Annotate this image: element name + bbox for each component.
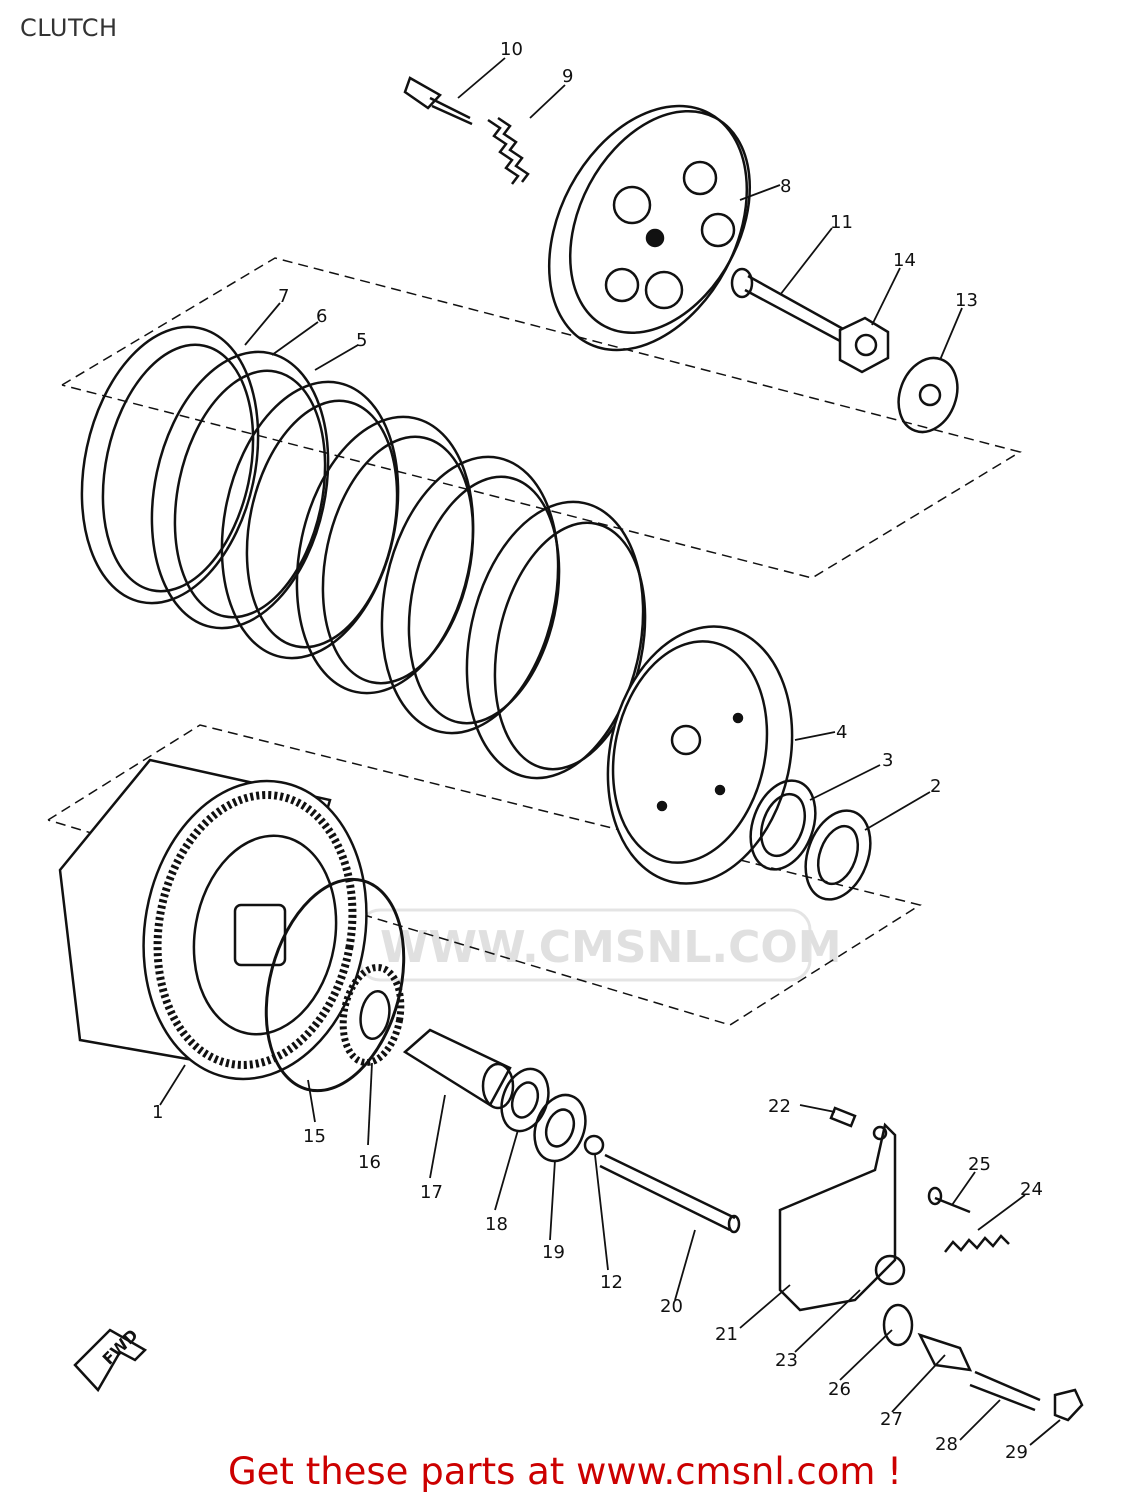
callout-19: 19	[542, 1242, 565, 1263]
pressure-plate	[547, 104, 752, 352]
callout-9: 9	[562, 66, 573, 87]
clutch-release-cover	[778, 1106, 906, 1312]
bolt-and-spring	[403, 76, 530, 185]
callout-3: 3	[882, 750, 893, 771]
clutch-housing-gear	[58, 758, 368, 1081]
callout-21: 21	[715, 1324, 738, 1345]
subassembly-frame-upper	[61, 257, 1022, 579]
callout-22: 22	[768, 1096, 791, 1117]
callout-24: 24	[1020, 1179, 1043, 1200]
callout-15: 15	[303, 1126, 326, 1147]
callout-1: 1	[152, 1102, 163, 1123]
footer-link-container: Get these parts at www.cmsnl.com !	[0, 1450, 1130, 1493]
callout-29: 29	[1005, 1442, 1028, 1463]
pushrod-nut-washer	[730, 267, 959, 434]
leader-lines	[159, 57, 1061, 1446]
callout-6: 6	[316, 306, 327, 327]
callout-23: 23	[775, 1350, 798, 1371]
fwd-label: FWD	[99, 1325, 142, 1368]
fwd-direction-arrow: FWD	[73, 1325, 148, 1393]
callout-26: 26	[828, 1379, 851, 1400]
callout-4: 4	[836, 722, 847, 743]
callout-18: 18	[485, 1214, 508, 1235]
clutch-plate-stack	[80, 325, 647, 780]
callout-27: 27	[880, 1409, 903, 1430]
callout-20: 20	[660, 1296, 683, 1317]
spacer-and-washers	[402, 1028, 605, 1163]
cmsnl-link[interactable]: Get these parts at www.cmsnl.com !	[227, 1450, 902, 1493]
thrust-washer-and-lock-washer	[749, 779, 872, 901]
callout-labels: 10 9 8 11 14 13 7 6 5 4 3 2 1 15 16 17 1…	[152, 39, 1043, 1463]
primary-drive-gear	[339, 963, 405, 1067]
callout-11: 11	[830, 212, 853, 233]
callout-5: 5	[356, 330, 367, 351]
subassembly-frame-lower	[47, 724, 922, 1026]
adjuster-assembly	[882, 1186, 1084, 1422]
callout-25: 25	[968, 1154, 991, 1175]
watermark-text: WWW.CMSNL.COM	[380, 922, 842, 973]
callout-14: 14	[893, 250, 916, 271]
callout-10: 10	[500, 39, 523, 60]
callout-13: 13	[955, 290, 978, 311]
callout-17: 17	[420, 1182, 443, 1203]
callout-16: 16	[358, 1152, 381, 1173]
clutch-boss	[606, 625, 794, 885]
callout-2: 2	[930, 776, 941, 797]
page-title: CLUTCH	[20, 14, 118, 42]
watermark: WWW.CMSNL.COM	[358, 908, 842, 982]
callout-8: 8	[780, 176, 791, 197]
push-rod	[599, 1153, 741, 1234]
callout-12: 12	[600, 1272, 623, 1293]
callout-28: 28	[935, 1434, 958, 1455]
callout-7: 7	[278, 286, 289, 307]
